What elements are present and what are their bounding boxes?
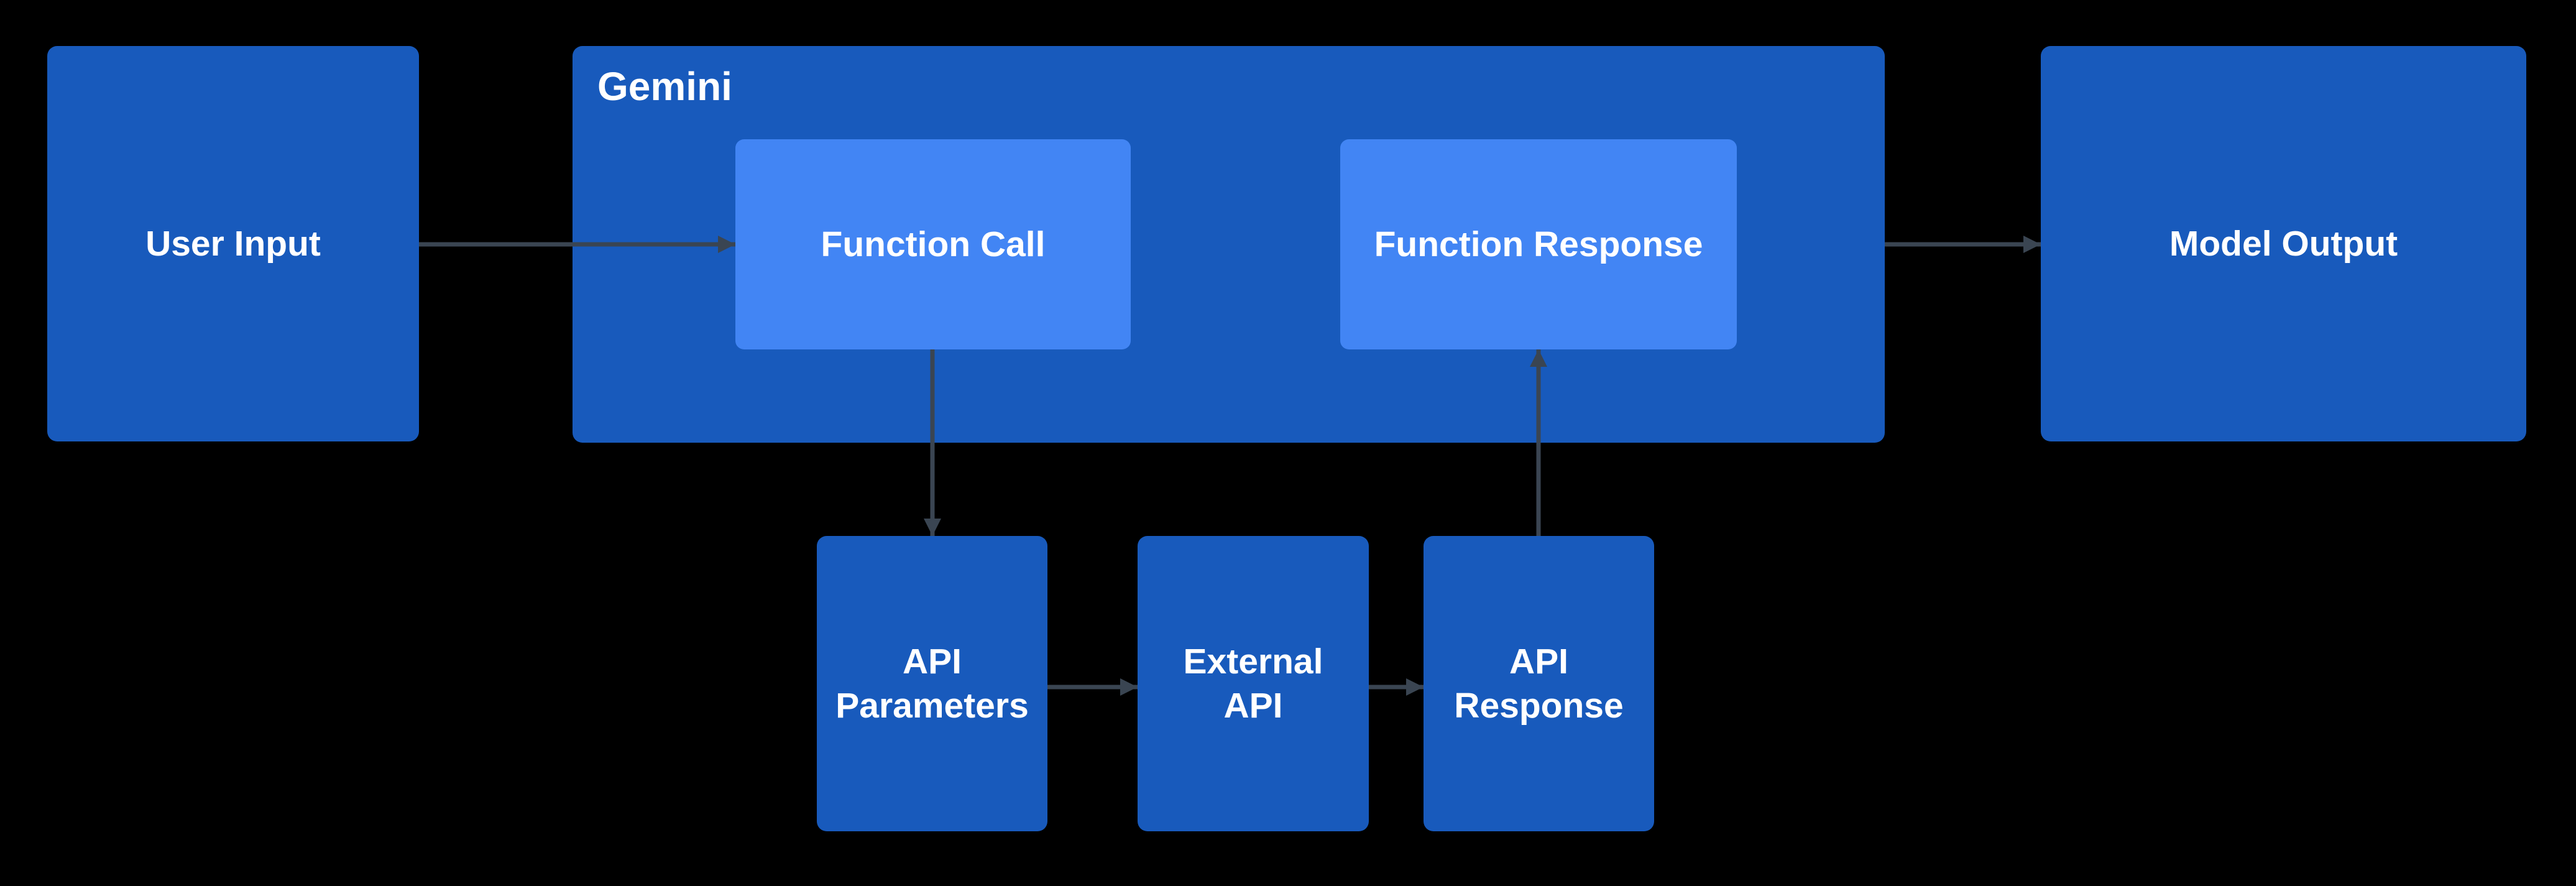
node-function-response: Function Response: [1340, 139, 1737, 349]
node-model-output: Model Output: [2041, 46, 2526, 441]
container-gemini-label: Gemini: [597, 64, 732, 109]
node-api-parameters: API Parameters: [817, 536, 1047, 831]
node-function-response-label: Function Response: [1374, 224, 1703, 264]
node-api-parameters-label: API Parameters: [835, 642, 1029, 726]
node-api-response: API Response: [1424, 536, 1654, 831]
node-function-call: Function Call: [735, 139, 1131, 349]
node-function-call-label: Function Call: [821, 224, 1046, 264]
node-external-api: External API: [1138, 536, 1369, 831]
node-api-response-label: API Response: [1454, 642, 1624, 726]
node-model-output-label: Model Output: [2169, 223, 2398, 264]
node-user-input-label: User Input: [145, 223, 321, 264]
node-user-input: User Input: [47, 46, 419, 441]
node-external-api-label: External API: [1183, 642, 1323, 726]
